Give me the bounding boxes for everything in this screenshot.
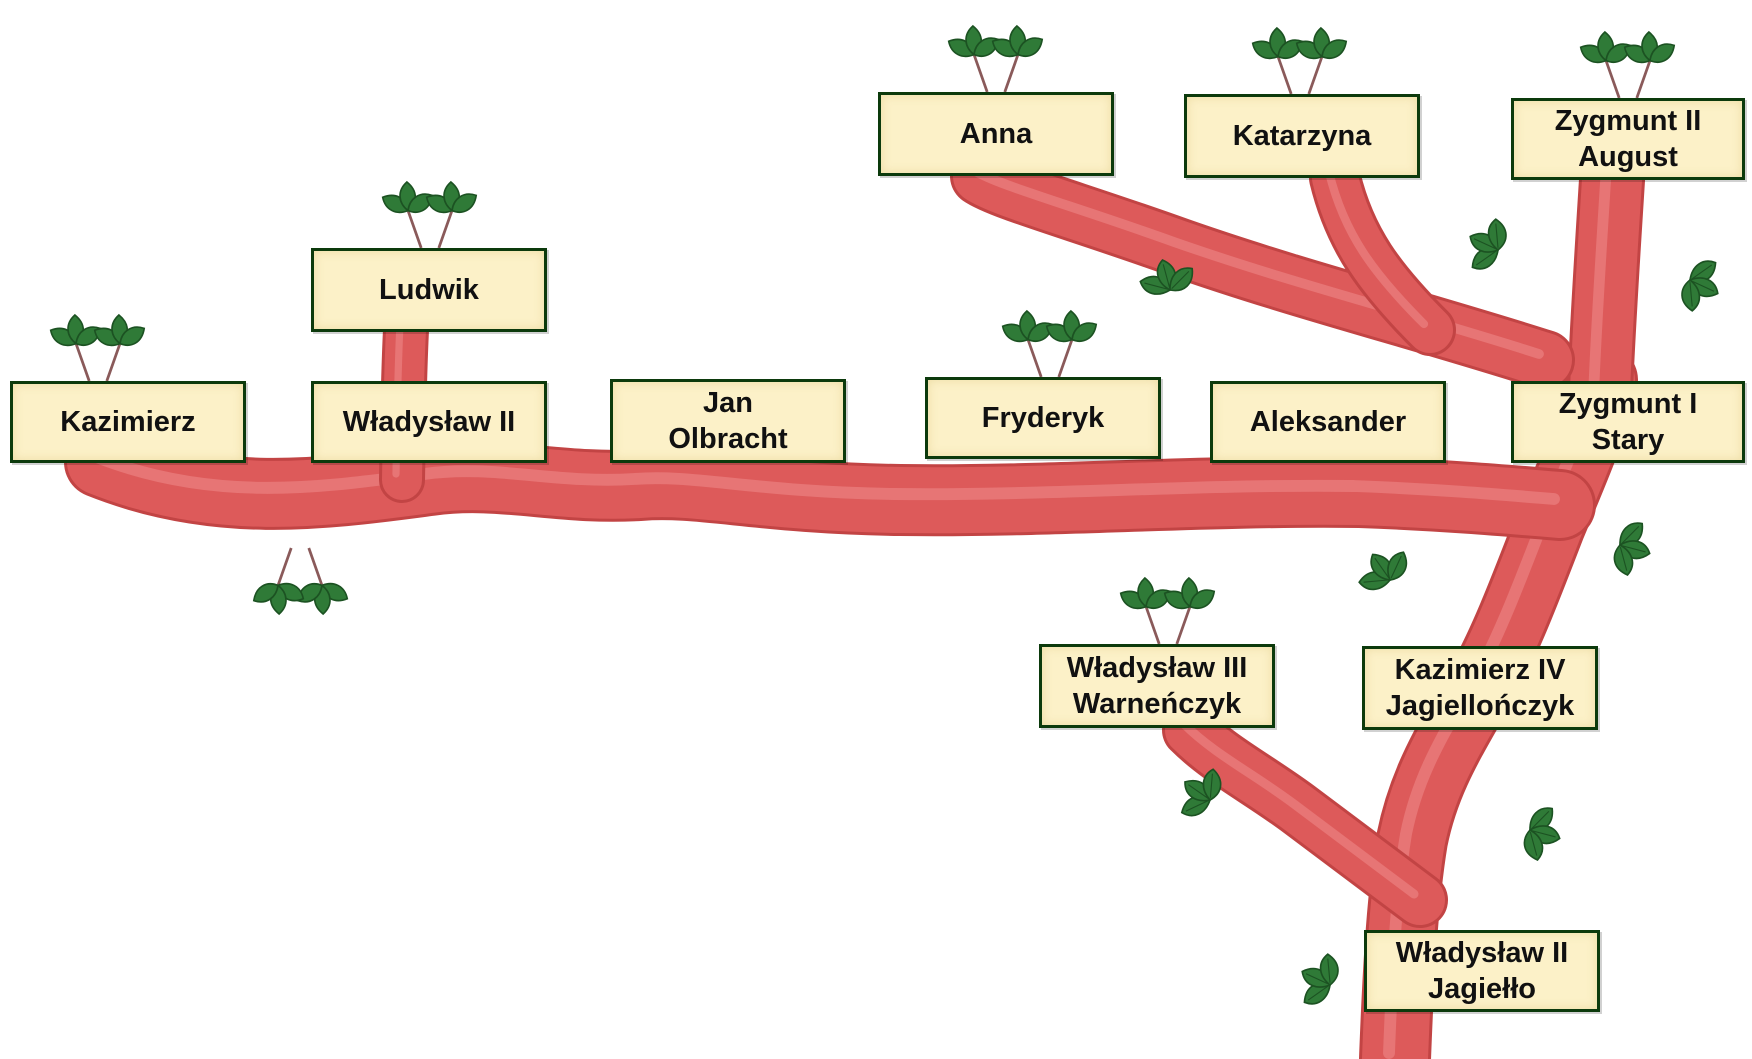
node-line: Stary [1592,422,1665,458]
node-line: Zygmunt II [1555,103,1702,139]
node-line: Kazimierz [60,404,195,440]
node-line: Jan [703,385,753,421]
node-wladyslaw-ii-jagiello: Władysław II Jagiełło [1364,930,1600,1012]
node-line: Warneńczyk [1073,686,1241,722]
sprig-icon [945,26,1046,92]
node-line: Aleksander [1250,404,1406,440]
node-ludwik: Ludwik [311,248,547,332]
node-anna: Anna [878,92,1114,176]
sprig-stem [1146,607,1190,644]
sprig-icon [999,311,1100,377]
node-line: Anna [960,116,1033,152]
node-aleksander: Aleksander [1210,381,1446,463]
node-wladyslaw-ii: Władysław II [311,381,547,463]
sprig-stem [1278,57,1322,94]
node-line: Fryderyk [982,400,1105,436]
node-line: Władysław III [1067,650,1248,686]
sprig-icon [250,548,351,614]
node-kazimierz: Kazimierz [10,381,246,463]
node-line: Kazimierz IV [1395,652,1566,688]
sprig-icon [1577,32,1678,98]
node-fryderyk: Fryderyk [925,377,1161,459]
node-line: Ludwik [379,272,479,308]
sprig-stem [1606,61,1650,98]
sprig-stem [408,211,452,248]
sprig-icon [1249,28,1350,94]
node-jan-olbracht: Jan Olbracht [610,379,846,463]
node-line: Katarzyna [1233,118,1372,154]
sprig-stem [1028,340,1072,377]
branch-warnenczyk-highlight [1184,724,1414,894]
node-zygmunt-i: Zygmunt I Stary [1511,381,1745,463]
node-line: Władysław II [1396,935,1568,971]
node-line: Władysław II [343,404,515,440]
sprig-stem [76,344,120,381]
node-line: Olbracht [668,421,787,457]
node-katarzyna: Katarzyna [1184,94,1420,178]
node-line: Jagiellończyk [1386,688,1575,724]
sprig-icon [379,182,480,248]
node-line: Zygmunt I [1559,386,1698,422]
sprig-stem [974,55,1018,92]
node-line: Jagiełło [1428,971,1536,1007]
sprig-icon [1117,578,1218,644]
node-wladyslaw-iii: Władysław III Warneńczyk [1039,644,1275,728]
node-line: August [1578,139,1678,175]
sprig-stem [278,548,322,585]
node-kazimierz-iv: Kazimierz IV Jagiellończyk [1362,646,1598,730]
node-zygmunt-ii: Zygmunt II August [1511,98,1745,180]
sprig-icon [47,315,148,381]
